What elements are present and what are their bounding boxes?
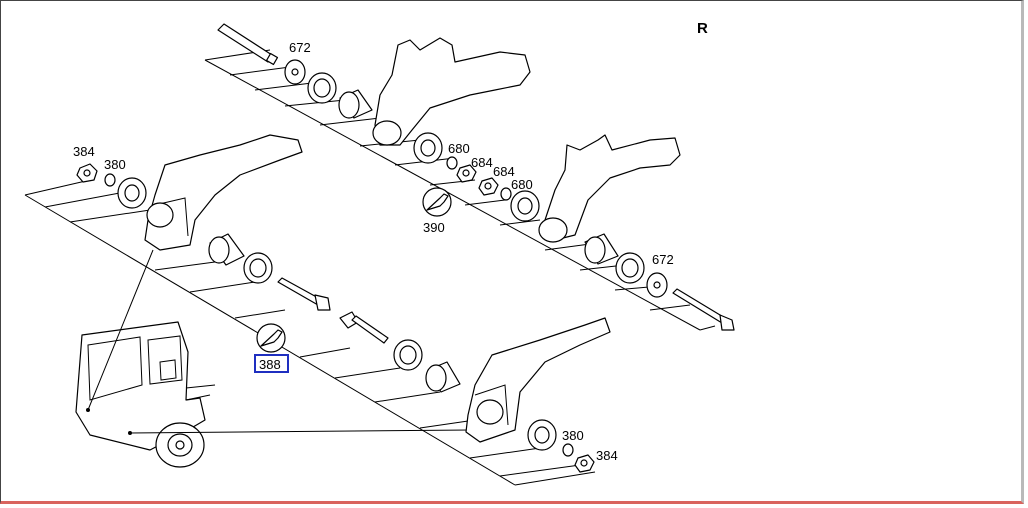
washer-small-a [446, 156, 458, 170]
seal-380-right [527, 419, 557, 451]
nut-384-left [76, 163, 98, 183]
bracket-upper-1 [372, 37, 531, 146]
seal-ring-lower-left [243, 252, 273, 284]
washer-380-small-left [104, 173, 116, 187]
seal-ring-upper [307, 72, 337, 104]
callout-380-left[interactable]: 380 [104, 157, 126, 172]
view-marker: R [697, 20, 708, 37]
callout-680-lower[interactable]: 680 [511, 177, 533, 192]
nut-384-right [574, 454, 595, 473]
seal-380-left [117, 177, 147, 209]
bracket-lower-right [465, 317, 611, 443]
bushing-lower-middle [425, 361, 461, 393]
callout-684-lower[interactable]: 684 [493, 164, 515, 179]
seal-680-upper [413, 132, 443, 164]
callout-388[interactable]: 388 [259, 357, 281, 372]
bolt-lower-left [277, 277, 331, 311]
wrench-icon [256, 323, 286, 353]
bolt-lower-middle [339, 311, 389, 344]
bracket-lower-left [144, 134, 303, 251]
callout-384-right[interactable]: 384 [596, 448, 618, 463]
nut-684-b [478, 177, 499, 196]
bushing-lower-left [208, 233, 245, 266]
washer-small-b [500, 187, 512, 201]
bracket-upper-2 [538, 134, 681, 243]
washer-672-right [646, 272, 668, 298]
nut-684-a [456, 164, 477, 183]
truck-illustration [75, 249, 471, 468]
upper-assembly-guides [204, 49, 716, 331]
bolt-upper-right [672, 288, 735, 331]
callout-684-upper[interactable]: 684 [471, 155, 493, 170]
washer-380-small-right [562, 443, 574, 457]
lower-assembly-guides [24, 179, 596, 486]
bushing-upper-right [584, 233, 619, 265]
callout-680-upper[interactable]: 680 [448, 141, 470, 156]
callout-672-right[interactable]: 672 [652, 252, 674, 267]
callout-388-highlight[interactable] [254, 354, 289, 373]
bushing-upper [338, 89, 373, 119]
upper-bolt [217, 23, 279, 66]
callout-672-upper[interactable]: 672 [289, 40, 311, 55]
wrench-icon [422, 187, 452, 217]
callout-380-right[interactable]: 380 [562, 428, 584, 443]
callout-384-left[interactable]: 384 [73, 144, 95, 159]
seal-ring-lower-middle [393, 339, 423, 371]
washer-672-upper [284, 59, 306, 85]
seal-ring-upper-right [615, 252, 645, 284]
callout-390[interactable]: 390 [423, 220, 445, 235]
seal-680-lower [510, 190, 540, 222]
